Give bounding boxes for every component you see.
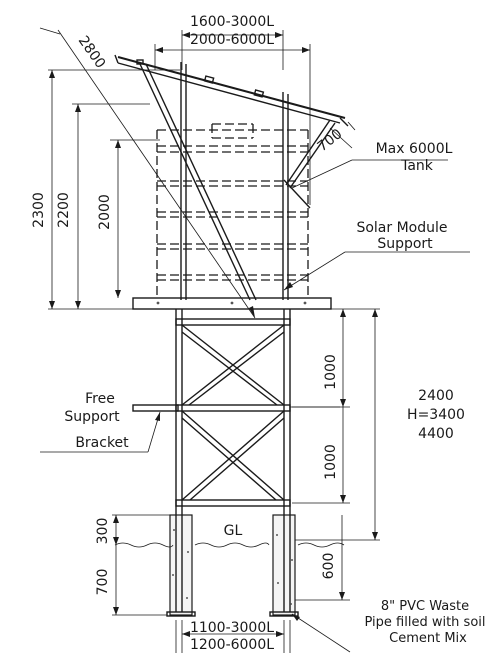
bottom-dim-label-2: 1200-6000L <box>190 637 274 653</box>
tank-label-line2: Tank <box>400 158 434 174</box>
tank-callout <box>291 159 448 189</box>
dim-1000-upper-label: 1000 <box>323 354 339 390</box>
water-tank-outline <box>156 123 309 298</box>
bottom-width-dimensions <box>175 620 291 653</box>
dim-600-label: 600 <box>321 553 337 580</box>
solar-support-callout <box>283 251 470 291</box>
roof-700-label: 700 <box>315 126 346 155</box>
bracket-label-line1: Free <box>85 391 115 407</box>
diagonal-2800-label: 2800 <box>75 33 109 71</box>
height-option-3: 4400 <box>418 426 454 442</box>
top-dim-label-1: 1600-3000L <box>190 14 274 30</box>
ground-level-line <box>114 542 345 548</box>
tower-dimensions <box>290 308 380 601</box>
bottom-dim-label-1: 1100-3000L <box>190 620 274 636</box>
bracket-label-line2: Support <box>64 409 120 425</box>
ground-level-label: GL <box>224 523 243 539</box>
pipe-label-line3: Cement Mix <box>389 631 467 646</box>
dim-300-label: 300 <box>95 518 111 545</box>
solar-label-line2: Support <box>377 236 433 252</box>
top-width-dimensions <box>154 30 311 205</box>
tank-label-line1: Max 6000L <box>376 141 453 157</box>
solar-module-frame <box>114 54 356 301</box>
solar-label-line1: Solar Module <box>356 220 447 236</box>
left-height-dimensions <box>48 69 180 310</box>
height-option-2: H=3400 <box>407 407 465 423</box>
tower-structure <box>132 309 340 515</box>
dim-700-bottom-label: 700 <box>95 569 111 596</box>
bracket-label-line3: Bracket <box>75 435 129 451</box>
tank-platform <box>132 297 332 310</box>
foundation-dimensions <box>112 514 170 616</box>
dim-2300-label: 2300 <box>31 192 47 228</box>
top-dim-label-2: 2000-6000L <box>190 32 274 48</box>
height-option-1: 2400 <box>418 388 454 404</box>
pipe-label-line1: 8" PVC Waste <box>381 599 469 614</box>
dim-1000-lower-label: 1000 <box>323 444 339 480</box>
pipe-label-line2: Pipe filled with soil <box>364 615 485 630</box>
dim-2000-label: 2000 <box>97 194 113 230</box>
bracket-callout <box>40 411 161 453</box>
pipe-callout <box>291 613 351 653</box>
foundation <box>166 514 299 617</box>
dim-2200-label: 2200 <box>56 192 72 228</box>
